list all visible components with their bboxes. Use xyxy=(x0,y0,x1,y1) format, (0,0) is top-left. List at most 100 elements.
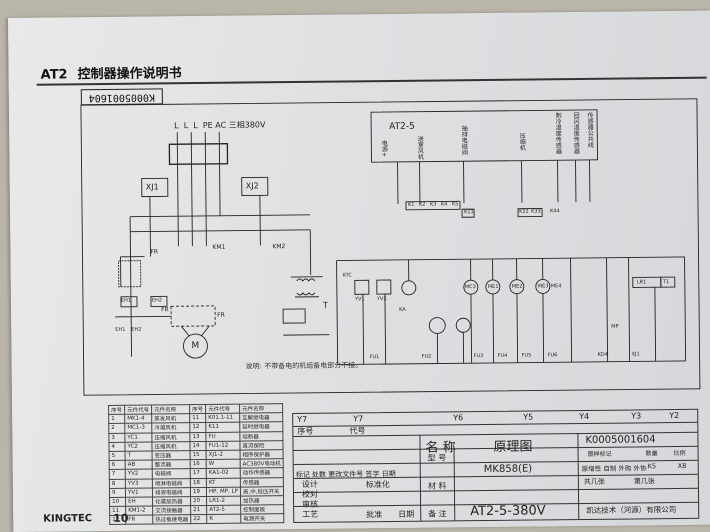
y-label-0: Y7 xyxy=(297,414,308,424)
xj2-box xyxy=(241,176,269,197)
company-name: 凯达技术（河源）有限公司 xyxy=(586,505,677,515)
legend-cell: 高,中,低压开关 xyxy=(240,486,284,496)
legend-cell: T xyxy=(125,450,153,461)
legend-cell: 热过载继电器 xyxy=(152,514,191,525)
legend-cell: 10 xyxy=(109,497,126,507)
legend-cell: MC1-3 xyxy=(124,423,152,433)
sign-label: 图样标记 xyxy=(587,450,612,458)
legend-header-cell: 序号 xyxy=(189,404,206,414)
terminal-k4: K4 xyxy=(440,201,448,208)
ratio-label: 比例 xyxy=(673,449,686,458)
legend-cell: 交流接触器 xyxy=(152,505,191,516)
code-header: 代号 xyxy=(349,426,366,436)
qty-value: X8 xyxy=(677,461,687,471)
material-label: 材 料 xyxy=(427,481,447,491)
legend-cell: 变压器 xyxy=(152,450,191,461)
label-yv2: YV2 xyxy=(376,296,387,303)
model-label: 型 号 xyxy=(427,453,447,463)
label-fr-top: FR xyxy=(150,248,159,256)
legend-cell: 19 xyxy=(190,487,207,497)
legend-cell: K01.1-11 xyxy=(205,413,240,423)
fn-label-valve: 抽排电磁阀 xyxy=(460,125,468,156)
legend-cell: 12 xyxy=(189,422,206,433)
terminal-k11: K11 xyxy=(464,209,474,216)
legend-cell: FR xyxy=(125,515,153,525)
fn-label-power: 电源+ xyxy=(380,140,388,158)
legend-cell: 延时继电器 xyxy=(239,422,284,432)
label-t1: T1 xyxy=(662,279,670,286)
supply-bus xyxy=(168,131,229,165)
motor-symbol xyxy=(182,333,208,359)
legend-cell: K xyxy=(206,514,241,524)
overload-relay xyxy=(170,305,216,327)
legend-cell: KA1-02 xyxy=(206,468,241,478)
legend-cell: 13 xyxy=(189,432,207,442)
legend-cell: 22 xyxy=(190,514,207,525)
legend-cell: 熔断器 xyxy=(239,431,284,441)
legend-cell: 控制面板 xyxy=(240,504,284,515)
legend-header-cell: 元件名称 xyxy=(239,403,283,414)
legend-cell: MK1-4 xyxy=(124,414,152,424)
legend-cell: 排液电磁阀 xyxy=(152,487,191,497)
name-value: 原理图 xyxy=(493,439,533,455)
role-approve: 批准 xyxy=(366,510,383,520)
legend-cell: 相序保护器 xyxy=(239,449,284,460)
xj2-label: XJ2 xyxy=(245,181,259,191)
control-bus-top xyxy=(336,256,685,262)
legend-cell: K11 xyxy=(205,422,240,433)
controller-label: AT2-5 xyxy=(389,121,415,133)
remark-value: AT2-5-380V xyxy=(470,503,546,520)
distribution-lines xyxy=(115,163,312,357)
legend-cell: LR1-2 xyxy=(206,495,241,506)
fn-label-compressor: 压缩机 xyxy=(518,132,526,151)
label-me4: ME4 xyxy=(550,283,562,290)
schematic-frame xyxy=(80,98,701,396)
label-fu4: FU4 xyxy=(497,352,508,359)
legend-cell: 15 xyxy=(190,450,207,460)
drawing-code: K0005001604 xyxy=(585,434,656,446)
label-ktc: KTC xyxy=(342,272,352,279)
label-eh2: EH2 xyxy=(131,326,142,333)
legend-cell: 压缩风机 xyxy=(151,432,190,442)
title-block: Y7 Y7 Y6 Y5 Y4 Y3 Y2 序号 代号 标记 处数 更改文件号 签… xyxy=(292,408,700,524)
footer-brand: KINGTEC xyxy=(43,513,93,525)
scale-value: K5 xyxy=(647,462,657,471)
label-fu3: FU3 xyxy=(473,353,484,360)
fn-label-sensor1: 制冷温度传感器 xyxy=(554,112,562,155)
legend-cell: 5 xyxy=(109,451,126,461)
legend-cell: 20 xyxy=(190,496,207,506)
legend-cell: 互解继电器 xyxy=(239,412,283,423)
wiring-schematic xyxy=(80,98,701,396)
legend-cell: FU xyxy=(205,431,240,442)
legend-cell: 1 xyxy=(108,414,125,424)
control-bus-bottom xyxy=(337,360,686,366)
label-me2: ME2 xyxy=(511,283,523,290)
y-label-2: Y6 xyxy=(453,413,464,423)
role-date: 日期 xyxy=(398,509,415,519)
legend-cell: YC1 xyxy=(124,432,152,443)
legend-cell: EH xyxy=(125,496,153,507)
label-fr-right: FR xyxy=(217,311,225,319)
controller-box xyxy=(370,109,598,163)
legend-cell: 直流保险 xyxy=(239,440,284,451)
label-eh1: EH1 xyxy=(115,326,126,333)
legend-cell: HP, MP, LP xyxy=(206,486,241,497)
label-fu5: FU5 xyxy=(521,352,532,359)
label-ka: KA xyxy=(399,306,406,313)
legend-cell: 喷淋电磁阀 xyxy=(152,478,191,488)
legend-cell: 18 xyxy=(190,477,207,488)
qty-label: 数量 xyxy=(645,450,658,458)
legend-cell: AB xyxy=(125,460,153,470)
legend-cell: 2 xyxy=(108,423,125,434)
label-me3: ME3 xyxy=(537,283,549,290)
transformer-label: T xyxy=(322,300,328,310)
legend-cell: 压缩风机 xyxy=(151,441,191,451)
fn-label-sensor-common: 传感器公共线 xyxy=(586,111,594,148)
legend-cell: 16 xyxy=(190,459,207,469)
legend-cell: YV3 xyxy=(125,478,153,488)
transformer xyxy=(282,276,330,336)
legend-cell: 9 xyxy=(109,487,126,498)
xj1-box xyxy=(141,177,169,198)
legend-cell: 11 xyxy=(189,413,206,423)
